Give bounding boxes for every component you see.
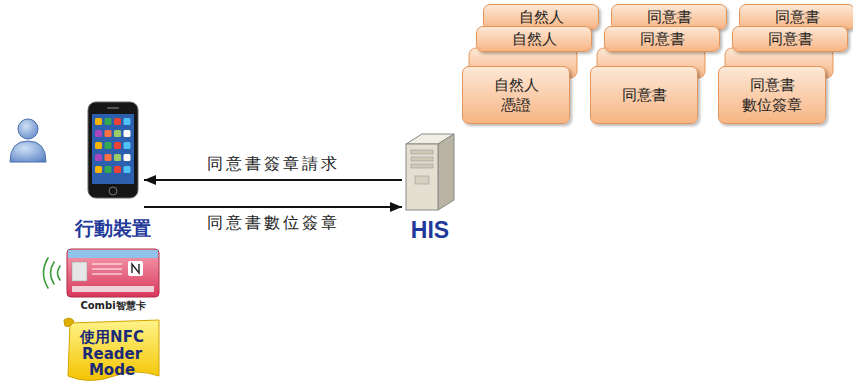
message-arrow xyxy=(144,179,402,181)
app-icon xyxy=(105,142,112,149)
user-body xyxy=(10,141,46,162)
card-stripe xyxy=(92,274,122,275)
server-side xyxy=(438,134,454,210)
banner-curl xyxy=(64,318,74,326)
stacked-document-card: 同意書 xyxy=(604,26,720,52)
phone-body xyxy=(88,102,138,198)
drive-bay xyxy=(411,157,433,161)
nfc-wave xyxy=(58,266,61,280)
app-icon xyxy=(124,154,131,161)
app-icon xyxy=(124,130,131,137)
app-icon xyxy=(114,130,121,137)
app-icon xyxy=(95,154,102,161)
stacked-document-card: 自然人 xyxy=(476,26,592,52)
smart-card: Combi智慧卡 xyxy=(66,248,160,298)
app-icon xyxy=(95,166,102,173)
smart-card-art xyxy=(66,248,160,298)
arrow-label: 同意書數位簽章 xyxy=(205,213,342,234)
drive-bay xyxy=(411,164,433,168)
card-text: 同意書 xyxy=(605,30,719,48)
phone-screen xyxy=(92,114,134,184)
card-text: 同意書 xyxy=(622,85,667,105)
card-band xyxy=(68,250,158,258)
mobile-device: 行動裝置 xyxy=(82,100,144,212)
card-text: 同意書 xyxy=(733,30,847,48)
drive-bay xyxy=(411,150,433,154)
app-icon xyxy=(124,142,131,149)
card-text: 同意書 xyxy=(612,8,726,26)
document-card: 自然人 憑證 xyxy=(462,66,570,124)
app-icon xyxy=(95,118,102,125)
user-icon xyxy=(10,119,46,162)
node-heading: 行動裝置 xyxy=(75,216,151,242)
card-body xyxy=(67,249,159,297)
server-panel xyxy=(415,176,429,184)
document-card: 同意書 數位簽章 xyxy=(718,66,826,124)
card-text: 同意書 xyxy=(740,8,853,26)
message-arrow xyxy=(144,206,402,208)
card-text: 同意書 數位簽章 xyxy=(736,75,808,115)
app-icon xyxy=(124,118,131,125)
nfc-wave xyxy=(44,258,49,288)
his-server: HIS xyxy=(402,128,458,214)
app-icon xyxy=(105,166,112,173)
stacked-document-card: 同意書 xyxy=(732,26,848,52)
user-head xyxy=(18,119,38,139)
nfc-logo xyxy=(128,261,143,276)
card-text: 自然人 憑證 xyxy=(480,75,552,115)
app-icon xyxy=(95,130,102,137)
card-stripe xyxy=(92,269,122,270)
banner-body xyxy=(68,320,159,381)
his-server-art xyxy=(402,128,458,214)
card-text: 自然人 xyxy=(477,30,591,48)
app-icon xyxy=(105,118,112,125)
phone-home-button xyxy=(109,187,117,195)
document-card: 同意書 xyxy=(590,66,698,124)
app-icon xyxy=(105,154,112,161)
connectors xyxy=(144,180,402,207)
card-barcode xyxy=(72,286,154,292)
card-stripe xyxy=(92,264,122,265)
arrow-label: 同意書簽章請求 xyxy=(205,154,342,175)
app-icon xyxy=(114,142,121,149)
card-photo xyxy=(72,262,87,281)
mobile-device-art xyxy=(82,100,144,212)
node-heading: Combi智慧卡 xyxy=(80,300,145,312)
nfc-wave xyxy=(51,262,55,284)
app-icon xyxy=(114,118,121,125)
nfc-mark xyxy=(132,264,139,273)
card-text: 自然人 xyxy=(484,8,598,26)
nfc-waves xyxy=(44,258,61,288)
node-heading: HIS xyxy=(411,217,449,244)
app-icon xyxy=(124,166,131,173)
server-front xyxy=(406,144,438,210)
app-icon xyxy=(95,142,102,149)
banner-text: 使用NFC Reader Mode xyxy=(74,323,150,379)
nfc-mode-banner: 使用NFC Reader Mode xyxy=(62,316,162,386)
phone-speaker xyxy=(107,107,119,109)
app-icon xyxy=(105,130,112,137)
app-icon xyxy=(114,166,121,173)
app-icon xyxy=(114,154,121,161)
